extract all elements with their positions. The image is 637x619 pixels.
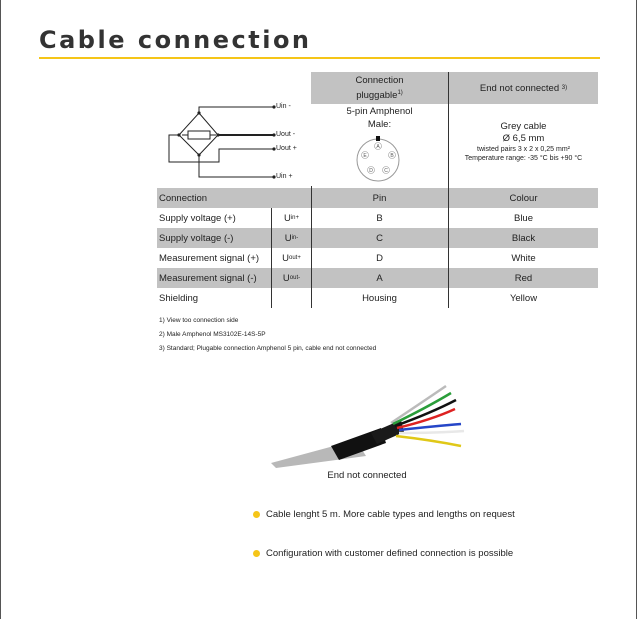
bullet-item: Configuration with customer defined conn… (253, 548, 513, 559)
pin-a: A (376, 144, 380, 150)
column-divider (271, 208, 272, 308)
cell-pin: A (376, 272, 383, 284)
pin-e: E (363, 153, 367, 159)
cell-connection: Supply voltage (-) (159, 232, 234, 244)
col-header-connection: Connection (159, 192, 208, 204)
bullet-item: Cable lenght 5 m. More cable types and l… (253, 509, 515, 520)
col-header-colour: Colour (509, 192, 538, 204)
bridge-circuit-diagram (168, 105, 276, 179)
header-pluggable-line1: Connection (355, 74, 404, 86)
footnote-ref: 1) (397, 89, 403, 96)
symbol-subscript: in- (291, 235, 299, 241)
cell-pin: C (376, 232, 383, 244)
cell-colour: Red (514, 272, 533, 284)
temperature-range: Temperature range: -35 °C bis +90 °C (464, 155, 583, 162)
bullet-text: Cable lenght 5 m. More cable types and l… (266, 509, 515, 520)
cell-colour: White (511, 252, 536, 264)
cell-connection: Measurement signal (+) (159, 252, 260, 264)
table-header-row (157, 188, 598, 208)
cable-photo (271, 384, 465, 468)
symbol-letter: U (282, 272, 290, 284)
pin-c: C (384, 168, 388, 174)
cell-pin: Housing (362, 292, 397, 304)
symbol-letter: U (284, 232, 292, 244)
cable-type: Grey cable (500, 121, 547, 132)
footnote-2: 2) Male Amphenol MS3102E-14S-5P (159, 331, 266, 338)
symbol-subscript: out- (289, 275, 301, 281)
pin-d: D (369, 168, 373, 174)
col-header-pin: Pin (372, 192, 387, 204)
bullet-text: Configuration with customer defined conn… (266, 548, 514, 559)
footnote-ref: 3) (561, 85, 568, 91)
footnote-1: 1) View too connection side (159, 317, 239, 324)
cable-specs: Grey cable Ø 6,5 mm twisted pairs 3 x 2 … (449, 121, 598, 163)
connector-gender: Male: (367, 119, 392, 130)
cell-symbol (272, 288, 311, 308)
pin-b: B (390, 153, 394, 159)
cable-diameter: Ø 6,5 mm (502, 133, 545, 144)
column-divider (311, 186, 312, 308)
cell-connection: Supply voltage (+) (159, 212, 236, 224)
cell-connection: Measurement signal (-) (159, 272, 257, 284)
table-row-bg (157, 268, 598, 288)
cell-colour: Black (511, 232, 536, 244)
connector-info: 5-pin Amphenol Male: (311, 105, 448, 131)
header-end-label: End not connected (479, 82, 560, 94)
header-end-not-connected: End not connected 3) (449, 72, 598, 104)
label-uout-plus: Uout + (276, 145, 297, 152)
symbol-subscript: out+ (289, 255, 301, 261)
label-uin-plus: Uin + (276, 173, 293, 180)
cable-pairs: twisted pairs 3 x 2 x 0,25 mm² (477, 146, 570, 153)
cell-pin: D (376, 252, 383, 264)
header-pluggable-line2: pluggable (356, 90, 398, 102)
cell-pin: B (376, 212, 383, 224)
header-pluggable: Connection pluggable1) (311, 72, 448, 104)
connector-pin-diagram: A B C D E (356, 136, 400, 182)
label-uout-minus: Uout - (276, 131, 296, 138)
cell-colour: Blue (513, 212, 533, 224)
bullet-dot-icon (253, 511, 260, 518)
symbol-letter: U (282, 252, 289, 264)
cell-connection: Shielding (159, 292, 199, 304)
symbol-letter: U (283, 212, 291, 224)
connector-type: 5-pin Amphenol (346, 106, 413, 117)
cell-colour: Yellow (509, 292, 538, 304)
cable-caption: End not connected (327, 470, 407, 481)
symbol-subscript: in+ (290, 215, 300, 221)
footnote-3: 3) Standard; Plugable connection Ampheno… (159, 345, 377, 352)
title-underline (39, 57, 600, 59)
table-row-bg (157, 228, 598, 248)
column-divider (448, 72, 449, 308)
bullet-dot-icon (253, 550, 260, 557)
label-uin-minus: Uin - (276, 103, 291, 110)
page-title: Cable connection (39, 26, 312, 54)
